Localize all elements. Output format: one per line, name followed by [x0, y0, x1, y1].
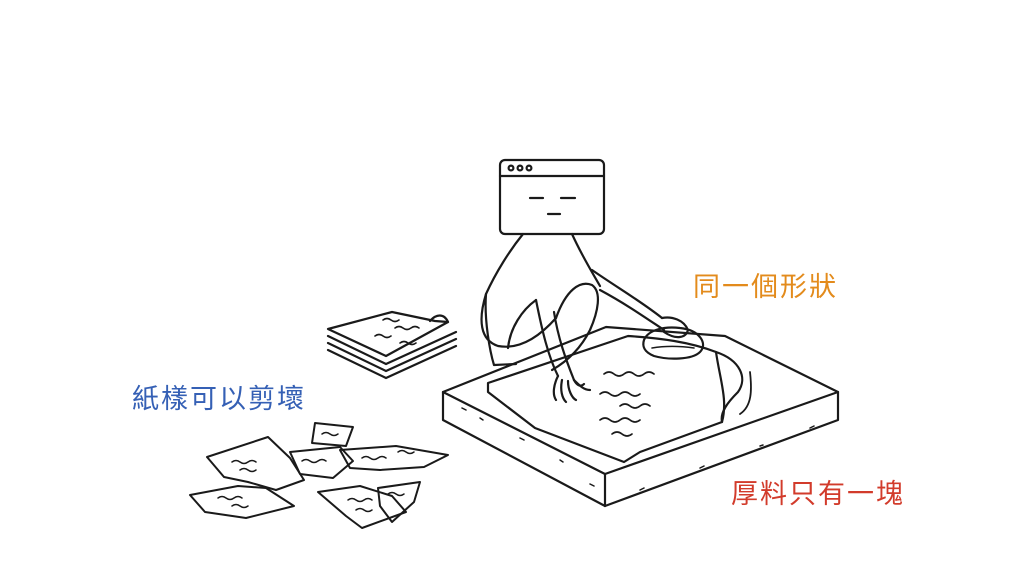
- paper-stack: [326, 310, 458, 380]
- label-same-shape: 同一個形狀: [693, 272, 838, 303]
- paper-pattern: [486, 334, 752, 464]
- thick-fabric-slab: [441, 325, 840, 508]
- torn-paper-pieces: [189, 422, 449, 529]
- browser-window-icon: [498, 158, 606, 236]
- label-thick-material-one-piece: 厚料只有一塊: [731, 479, 905, 510]
- label-paper-samples-can-be-ruined: 紙樣可以剪壞: [132, 384, 306, 415]
- character: [480, 158, 705, 404]
